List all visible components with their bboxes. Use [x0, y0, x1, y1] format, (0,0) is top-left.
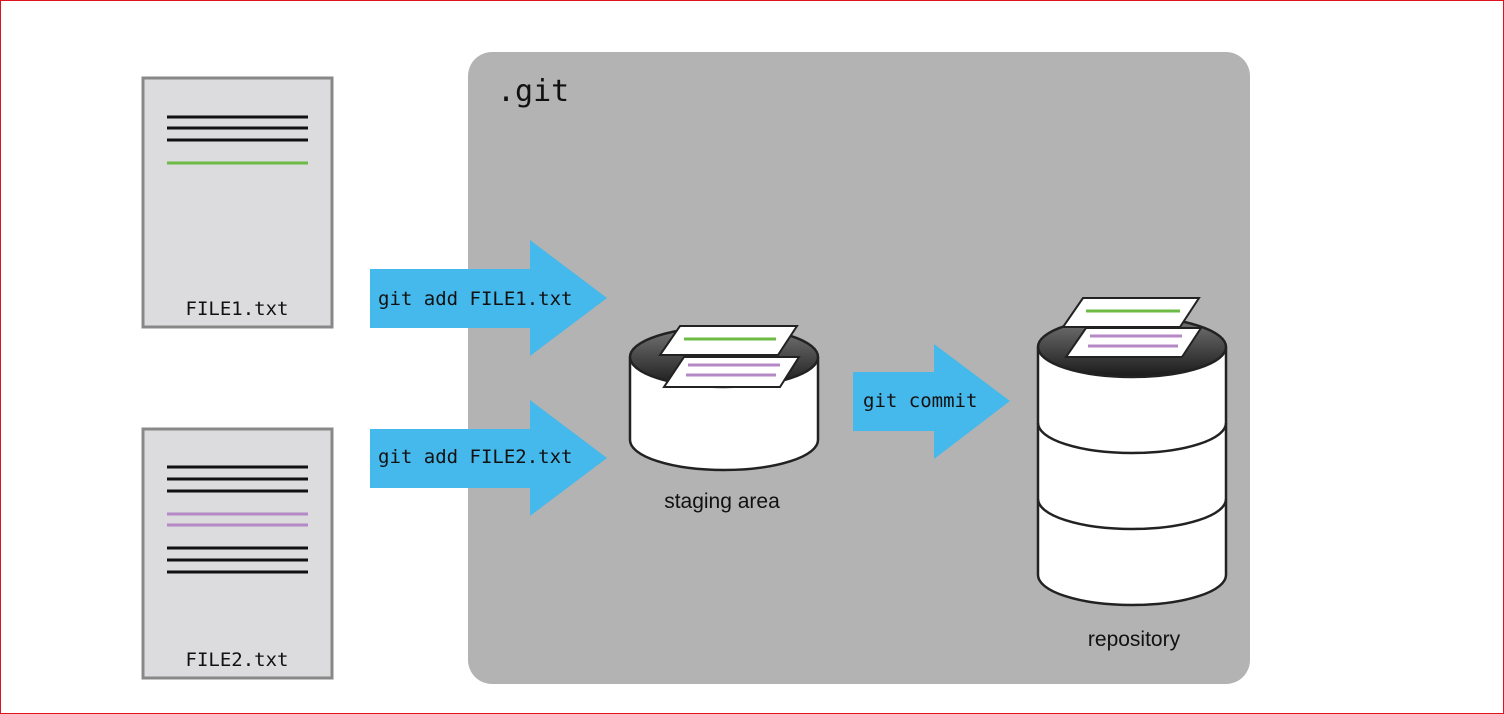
- staging-area-cylinder: staging area: [628, 325, 820, 513]
- file1-document: FILE1.txt: [141, 76, 334, 329]
- file1-text-lines: [167, 115, 308, 165]
- file1-name: FILE1.txt: [186, 298, 289, 320]
- committed-file1-card: [1061, 297, 1201, 328]
- staged-file1-card: [658, 325, 799, 356]
- repository-segment-divider: [1036, 422, 1228, 455]
- repository-label: repository: [1088, 628, 1181, 651]
- git-add-file1-arrow: git add FILE1.txt: [370, 240, 607, 356]
- git-add-file2-arrow: git add FILE2.txt: [370, 400, 607, 516]
- file2-document: FILE2.txt: [141, 427, 334, 680]
- git-commit-arrow: git commit: [853, 344, 1010, 459]
- repository-cylinder: repository: [1036, 297, 1228, 651]
- git-add-file1-command: git add FILE1.txt: [378, 288, 572, 310]
- file2-name: FILE2.txt: [186, 649, 289, 671]
- committed-file2-card: [1064, 327, 1203, 358]
- staging-area-label: staging area: [664, 490, 780, 513]
- git-directory-label: .git: [497, 74, 569, 109]
- git-add-file2-command: git add FILE2.txt: [378, 446, 572, 468]
- git-commit-command: git commit: [863, 390, 977, 412]
- file2-text-lines: [167, 465, 308, 574]
- repository-segment-divider: [1036, 498, 1228, 531]
- staged-file2-card: [662, 356, 801, 388]
